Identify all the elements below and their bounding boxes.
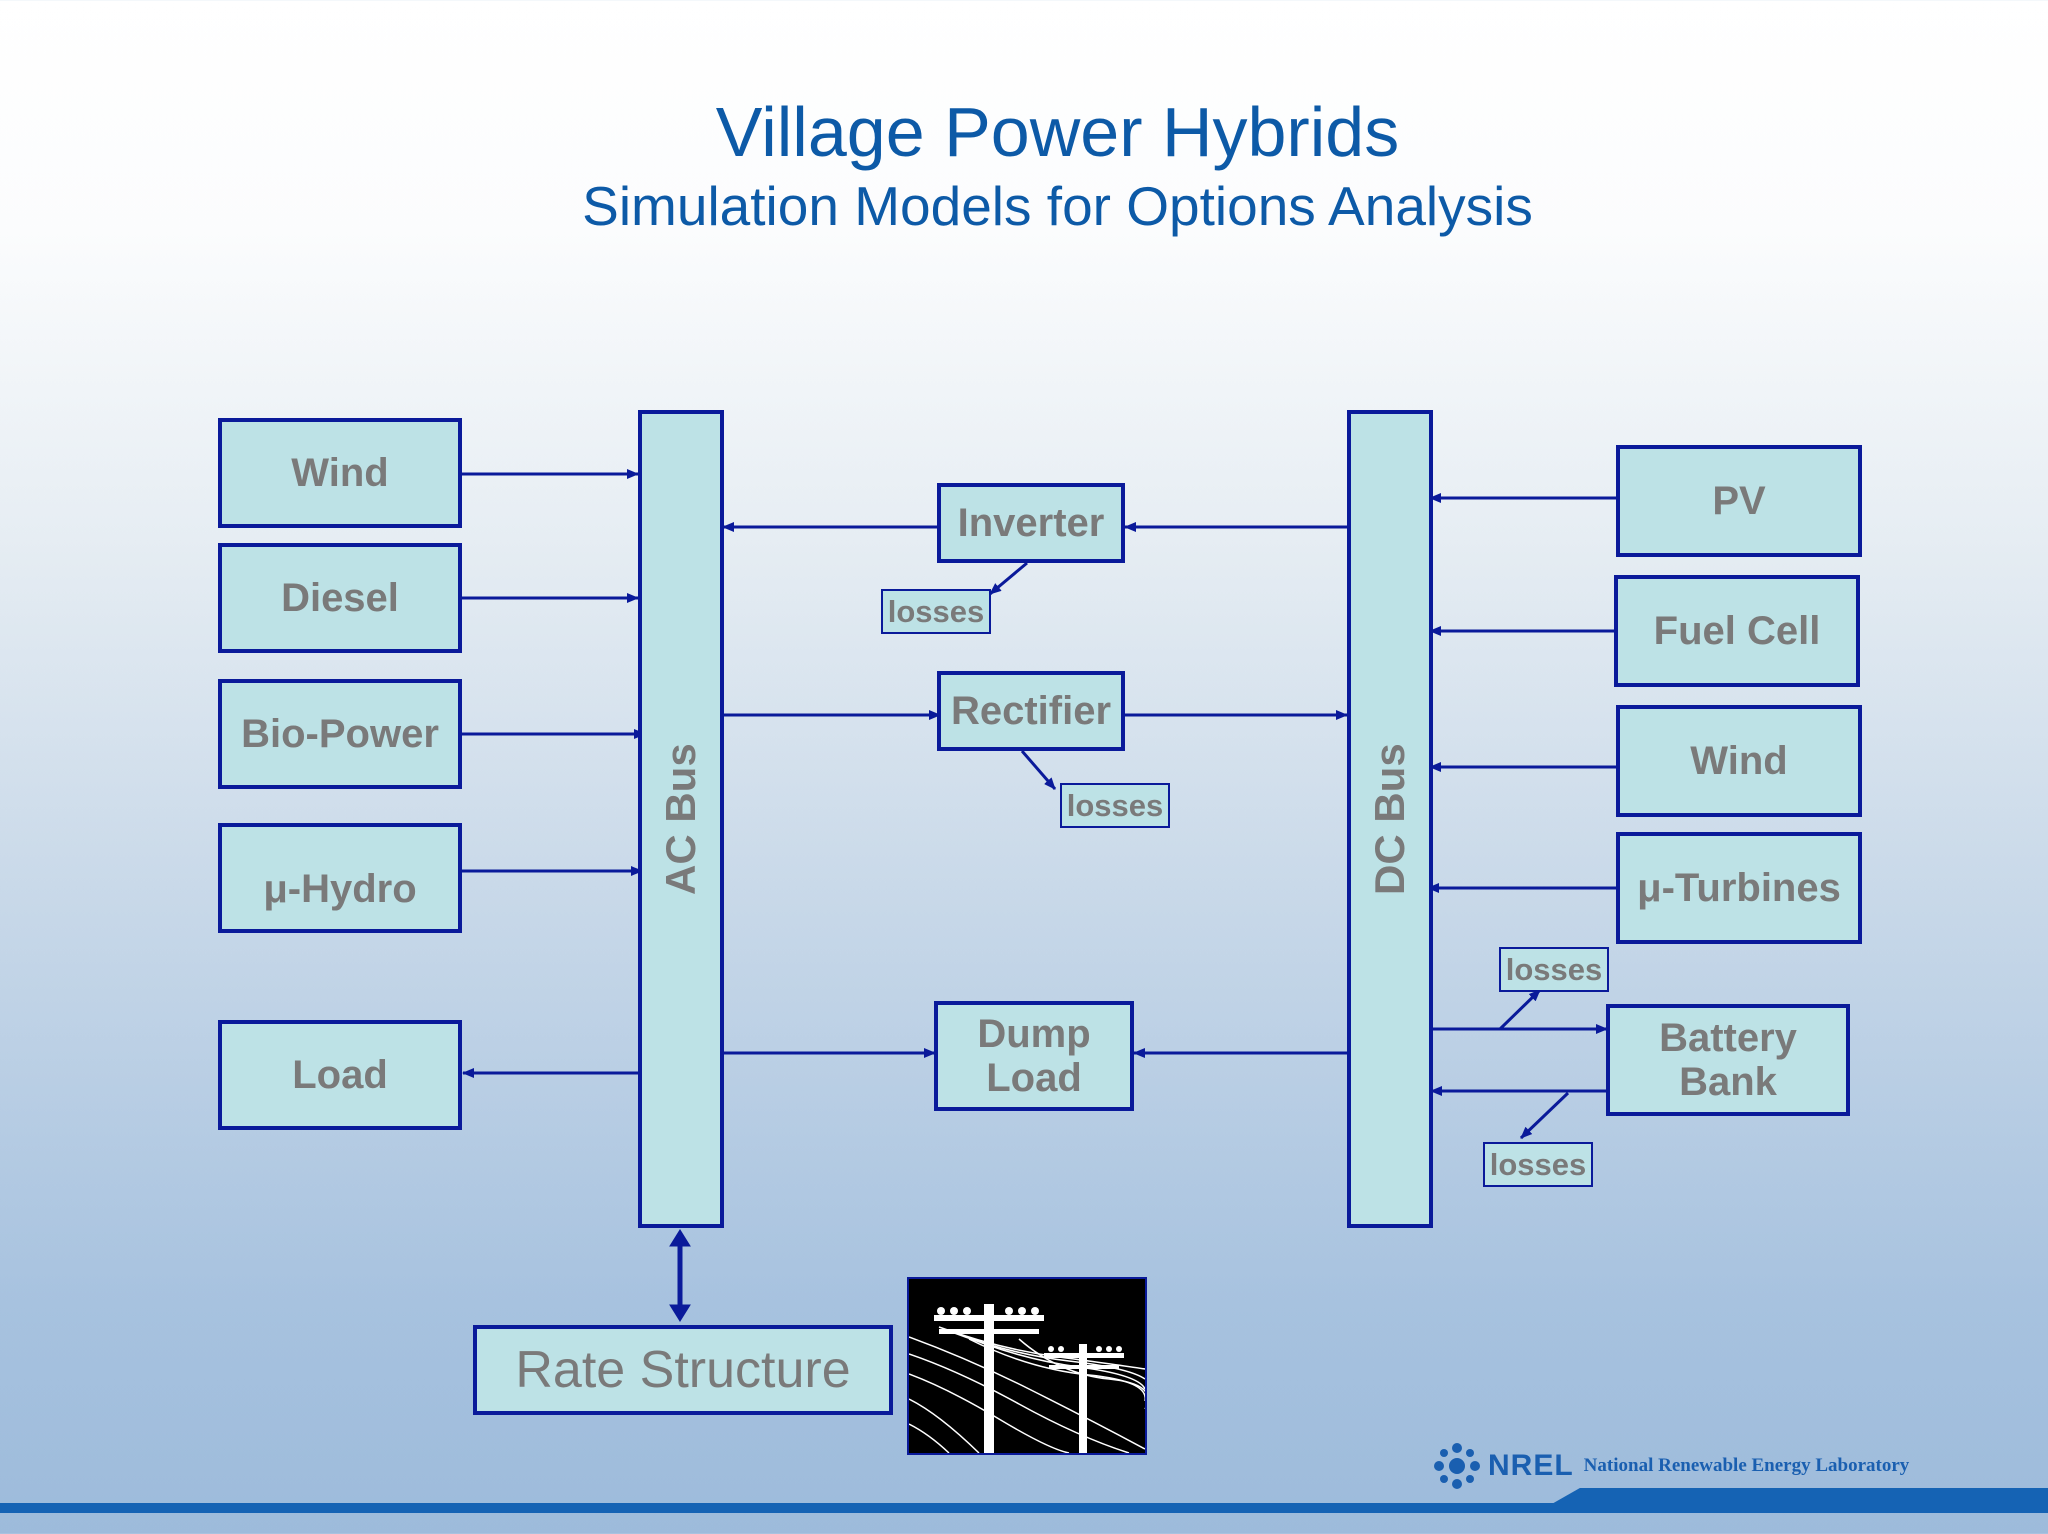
footer-bar bbox=[0, 1503, 2048, 1513]
dump-load-box: Dump Load bbox=[934, 1001, 1134, 1111]
arrow-discharge-losses bbox=[1519, 1091, 1570, 1140]
battery-bank-box: Battery Bank bbox=[1606, 1004, 1850, 1116]
footer-tab bbox=[1550, 1488, 2048, 1505]
page-title: Village Power Hybrids bbox=[715, 93, 1400, 171]
ac-bus: AC Bus bbox=[638, 410, 724, 1228]
wind-dc-box: Wind bbox=[1616, 705, 1862, 817]
dc-bus: DC Bus bbox=[1347, 410, 1433, 1228]
nrel-emblem-icon bbox=[1434, 1443, 1480, 1489]
inverter-losses-box: losses bbox=[881, 589, 991, 634]
diesel-box: Diesel bbox=[218, 543, 462, 653]
wind-ac-box: Wind bbox=[218, 418, 462, 528]
load-box: Load bbox=[218, 1020, 462, 1130]
micro-turbines-box: μ-Turbines bbox=[1616, 832, 1862, 944]
micro-hydro-box: μ-Hydro bbox=[218, 823, 462, 933]
bio-power-box: Bio-Power bbox=[218, 679, 462, 789]
pv-box: PV bbox=[1616, 445, 1862, 557]
arrow-rectifier-losses bbox=[1020, 750, 1057, 790]
rectifier-losses-box: losses bbox=[1060, 783, 1170, 828]
fuel-cell-box: Fuel Cell bbox=[1614, 575, 1860, 687]
rate-structure-box: Rate Structure bbox=[473, 1325, 893, 1415]
discharge-losses-box: losses bbox=[1483, 1142, 1593, 1187]
nrel-wordmark: NREL bbox=[1488, 1449, 1574, 1482]
inverter-box: Inverter bbox=[937, 483, 1125, 563]
nrel-organization-name: National Renewable Energy Laboratory bbox=[1583, 1455, 1910, 1476]
power-lines-image bbox=[907, 1277, 1149, 1455]
arrow-inverter-losses bbox=[989, 561, 1028, 596]
page-subtitle: Simulation Models for Options Analysis bbox=[582, 175, 1533, 237]
nrel-logo: NREL National Renewable Energy Laborator… bbox=[1432, 1436, 1909, 1496]
charge-losses-box: losses bbox=[1499, 947, 1609, 992]
rectifier-box: Rectifier bbox=[937, 671, 1125, 751]
arrow-charge-losses bbox=[1498, 988, 1542, 1031]
